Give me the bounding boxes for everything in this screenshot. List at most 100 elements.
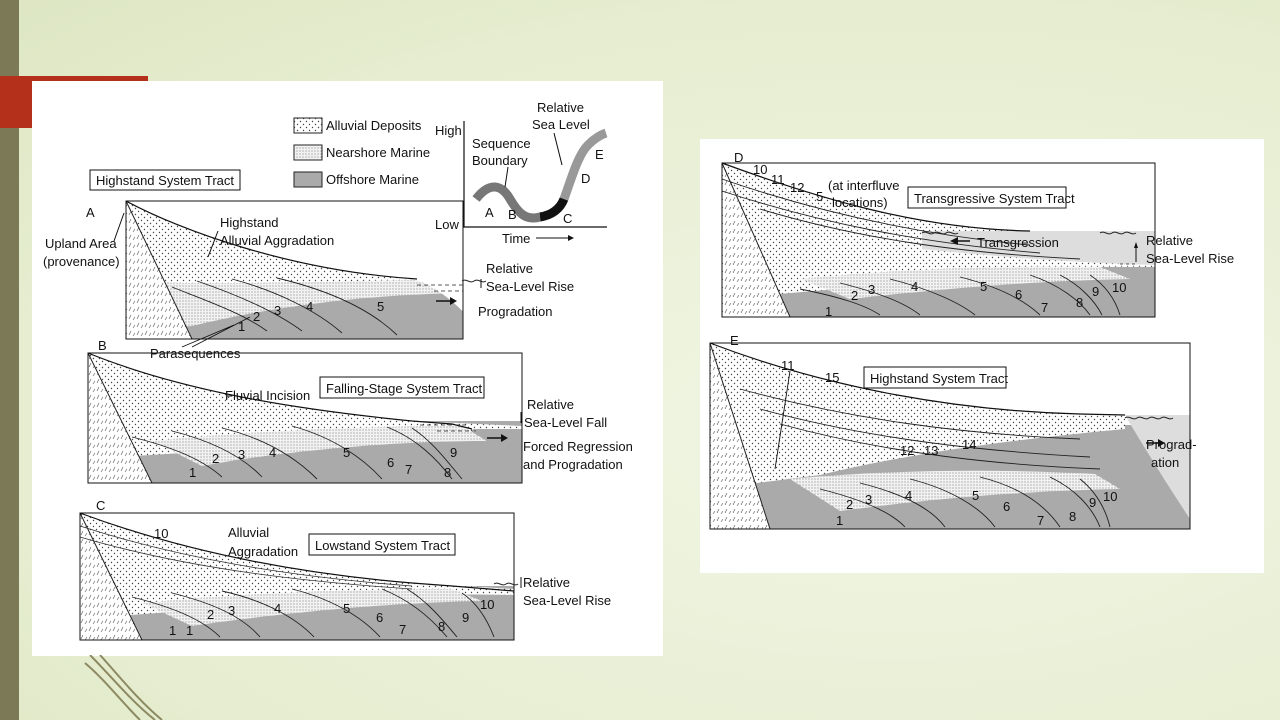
inset-curve-lowstand xyxy=(539,197,569,222)
panel-d-title: Transgressive System Tract xyxy=(914,191,1075,206)
panel-a-aggr-label-2: Alluvial Aggradation xyxy=(220,233,334,248)
inset-sequence-label-1: Sequence xyxy=(472,136,531,151)
panel-e-num-12: 12 xyxy=(900,443,914,458)
panel-e-num-6: 6 xyxy=(1003,499,1010,514)
panel-e-wave-icon xyxy=(1124,416,1174,420)
panel-a-nearshore-fill xyxy=(126,279,463,331)
panel-d-top-num-12: 12 xyxy=(790,180,804,195)
panel-b-num-8: 8 xyxy=(444,465,451,480)
panel-b-forced-label-2: and Progradation xyxy=(523,457,623,472)
panel-a-rsl-label-2: Sea-Level Rise xyxy=(486,279,574,294)
panel-c-num-9: 9 xyxy=(462,610,469,625)
panel-d-cross-section: D Transgressive System Tract (at interfl… xyxy=(721,150,1234,319)
panel-b-basin-slope xyxy=(472,429,522,483)
panel-b-incision-label: Fluvial Incision xyxy=(225,388,310,403)
inset-curve-rising xyxy=(559,128,608,201)
panel-a-top-surface xyxy=(125,200,418,280)
panel-e-num-9: 9 xyxy=(1089,495,1096,510)
panel-c-num-8: 8 xyxy=(438,619,445,634)
panel-e-alluvial-fill xyxy=(710,343,1125,489)
panel-a-frame xyxy=(125,200,464,340)
panel-d-num-1: 1 xyxy=(825,304,832,319)
panel-a-rsl-label-1: Relative xyxy=(486,261,533,276)
panel-e-prog-label-2: ation xyxy=(1151,455,1179,470)
panel-d-clinoforms xyxy=(799,274,1121,316)
panel-a-aggr-label-1: Highstand xyxy=(220,215,279,230)
panel-e-prog-arrowhead xyxy=(1158,439,1165,447)
panel-e-num-14: 14 xyxy=(962,437,976,452)
panel-c-nearshore-fill xyxy=(142,589,482,626)
panel-e-num-8: 8 xyxy=(1069,509,1076,524)
panel-a-num-3: 3 xyxy=(274,303,281,318)
panel-b-cross-section: B Falling-Stage System Tract Fluvial Inc… xyxy=(87,338,633,484)
panel-a-num-5: 5 xyxy=(377,299,384,314)
slide-decoration-lines xyxy=(84,655,163,720)
panel-c-num-2: 2 xyxy=(207,607,214,622)
panel-a-prog-arrowhead xyxy=(450,297,457,305)
legend-nearshore-label: Nearshore Marine xyxy=(326,145,430,160)
panel-a-aggr-leader xyxy=(207,230,219,258)
panel-b-num-5: 5 xyxy=(343,445,350,460)
figure-left-svg: Alluvial Deposits Nearshore Marine Offsh… xyxy=(43,100,633,641)
inset-rsl-leader xyxy=(553,132,563,166)
panel-d-top-surface xyxy=(721,162,1031,232)
panel-e-num-4: 4 xyxy=(905,488,912,503)
panel-b-rsl-label-1: Relative xyxy=(527,397,574,412)
panel-c-letter: C xyxy=(96,498,105,513)
panel-d-transgressive-lines xyxy=(721,178,1081,260)
inset-point-d: D xyxy=(581,171,590,186)
slide-left-bar xyxy=(0,0,19,720)
panel-c-num-6: 6 xyxy=(376,610,383,625)
panel-b-sea-level-lines xyxy=(420,424,477,432)
inset-sequence-label-2: Boundary xyxy=(472,153,528,168)
panel-e-num-3: 3 xyxy=(865,492,872,507)
panel-a-sea-level-lines xyxy=(417,284,463,292)
panel-c-num-5: 5 xyxy=(343,601,350,616)
panel-d-frame xyxy=(721,162,1156,318)
panel-d-title-box xyxy=(907,186,1067,209)
panel-c-num-10: 10 xyxy=(480,597,494,612)
panel-c-frame xyxy=(79,512,515,641)
panel-e-clinoforms xyxy=(819,476,1111,528)
panel-e-num-2: 2 xyxy=(846,497,853,512)
panel-b-letter: B xyxy=(98,338,107,353)
inset-sea-level-curve: High Low Time Sequence Boundary Relative… xyxy=(435,100,608,246)
panel-c-clinoforms xyxy=(131,588,495,638)
panel-b-title-box xyxy=(319,376,485,399)
panel-b-num-6: 6 xyxy=(387,455,394,470)
panel-b-alluvial-fill xyxy=(88,353,522,459)
panel-d-num-2: 2 xyxy=(851,288,858,303)
panel-a-upland-label-2: (provenance) xyxy=(43,254,120,269)
panel-a-upland-leader xyxy=(113,212,125,242)
inset-time-label: Time xyxy=(502,231,530,246)
inset-point-a: A xyxy=(485,205,494,220)
panel-b-num-2: 2 xyxy=(212,451,219,466)
panel-a-num-2: 2 xyxy=(253,309,260,324)
panel-c-wave-icon xyxy=(493,582,519,586)
panel-c-rsl-label-1: Relative xyxy=(523,575,570,590)
panel-a-title-box xyxy=(89,169,241,191)
panel-d-nearshore-fill xyxy=(800,266,1130,299)
panel-e-num-5: 5 xyxy=(972,488,979,503)
panel-c-num-7: 7 xyxy=(399,622,406,637)
panel-e-cross-section: E Highstand System Tract Prograd- ation … xyxy=(709,333,1197,530)
inset-rsl-label-2: Sea Level xyxy=(532,117,590,132)
panel-a-prog-label: Progradation xyxy=(478,304,552,319)
panel-d-num-3: 3 xyxy=(868,282,875,297)
panel-b-frame xyxy=(87,352,523,484)
panel-e-letter: E xyxy=(730,333,739,348)
panel-a-clinoforms xyxy=(171,277,398,336)
panel-a-num-4: 4 xyxy=(306,299,313,314)
panel-b-rsl-label-2: Sea-Level Fall xyxy=(524,415,607,430)
panel-a-parasequence-leaders xyxy=(181,316,251,348)
panel-e-top-surface xyxy=(709,342,1126,416)
panel-e-num-7: 7 xyxy=(1037,513,1044,528)
panel-d-top-num-10: 10 xyxy=(753,162,767,177)
inset-high-label: High xyxy=(435,123,462,138)
panel-d-top-num-5: 5 xyxy=(816,189,823,204)
panel-b-num-7: 7 xyxy=(405,462,412,477)
panel-e-num-10: 10 xyxy=(1103,489,1117,504)
panel-c-top-num-10: 10 xyxy=(154,526,168,541)
panel-c-title-box xyxy=(308,533,456,556)
panel-b-num-3: 3 xyxy=(238,447,245,462)
